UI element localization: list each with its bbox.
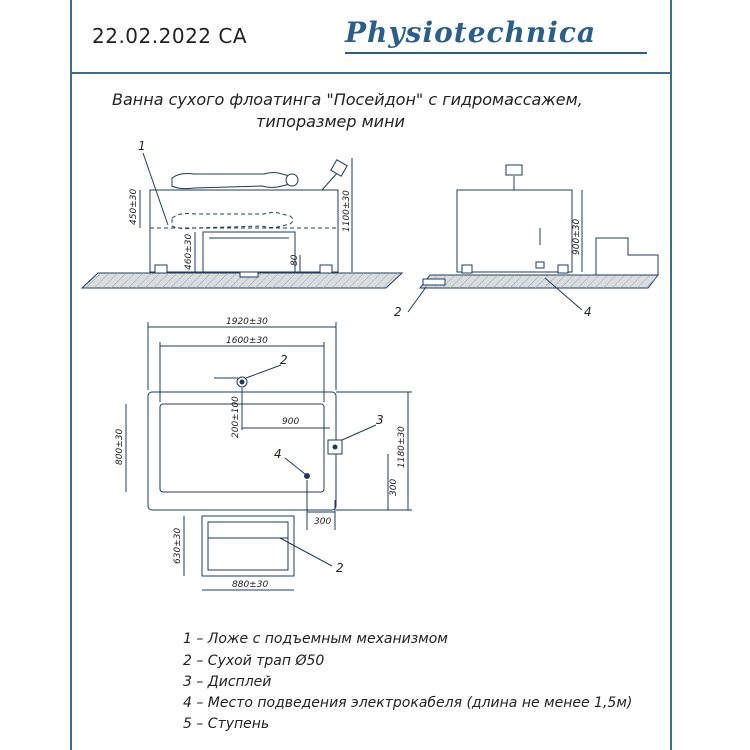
dim-1180: 1180±30 xyxy=(397,426,407,468)
dim-80: 80 xyxy=(290,254,300,266)
legend-item-3: 3 – Дисплей xyxy=(183,674,272,690)
step-outer xyxy=(201,515,295,577)
dim-630: 630±30 xyxy=(173,528,183,564)
step-view xyxy=(183,515,333,591)
legend-item-1: 1 – Ложе с подъемным механизмом xyxy=(183,631,448,647)
frame-right xyxy=(670,0,672,750)
plan-view xyxy=(125,322,412,530)
dim-900-plan: 900 xyxy=(282,417,299,427)
legend-item-5: 5 – Ступень xyxy=(183,716,270,732)
drawing-title-line2: типоразмер мини xyxy=(256,112,405,131)
callout-1: 1 xyxy=(138,139,146,153)
date-code: 22.02.2022 СА xyxy=(92,24,248,48)
frame-left xyxy=(70,0,72,750)
dim-1100: 1100±30 xyxy=(342,190,352,232)
cable-point xyxy=(304,473,310,479)
callout-2-front: 2 xyxy=(394,305,402,319)
front-bath-body xyxy=(456,189,573,273)
callout-4-front: 4 xyxy=(584,305,592,319)
callout-2-step: 2 xyxy=(336,561,344,575)
legend-item-4: 4 – Место подведения электрокабеля (длин… xyxy=(183,695,633,711)
callout-2-plan: 2 xyxy=(280,353,288,367)
dim-450: 450±30 xyxy=(129,189,139,225)
brand-underline xyxy=(345,52,647,54)
dim-200: 200±100 xyxy=(231,396,241,438)
side-view xyxy=(80,152,404,289)
person-outline xyxy=(171,172,294,190)
dim-900-front: 900±30 xyxy=(572,219,582,255)
dim-300-x: 300 xyxy=(314,517,331,527)
dim-1920: 1920±30 xyxy=(226,317,268,327)
legend-item-2: 2 – Сухой трап Ø50 xyxy=(183,653,325,669)
drawing-title-line1: Ванна сухого флоатинга "Посейдон" с гидр… xyxy=(112,90,583,109)
dim-460: 460±30 xyxy=(184,234,194,270)
front-step xyxy=(595,237,659,276)
dim-800: 800±30 xyxy=(115,429,125,465)
callout-4-plan: 4 xyxy=(274,447,282,461)
brand-logo: Physiotechnica xyxy=(345,16,597,49)
callout-3-plan: 3 xyxy=(376,413,384,427)
front-view xyxy=(407,164,660,313)
dim-1600: 1600±30 xyxy=(226,336,268,346)
dim-300-y: 300 xyxy=(389,479,399,496)
dim-880: 880±30 xyxy=(232,580,268,590)
frame-header-divider xyxy=(70,72,672,74)
